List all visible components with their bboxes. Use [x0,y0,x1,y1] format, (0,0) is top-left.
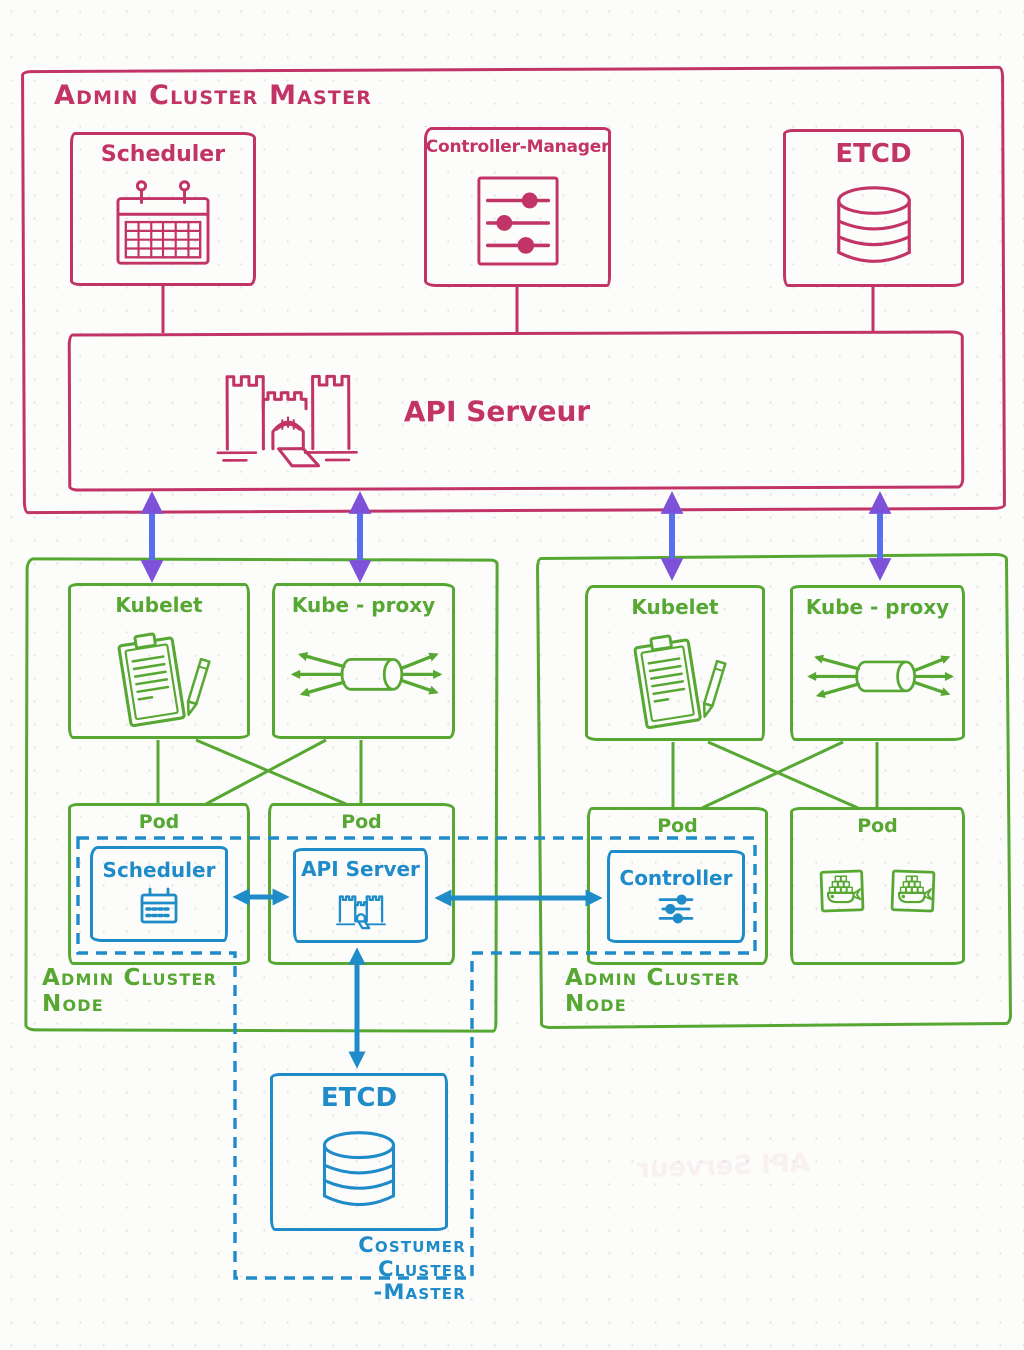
sliders-icon [653,893,699,928]
node-left-kube-proxy-box: Kube - proxy [272,583,455,739]
calendar-icon [112,167,214,283]
node-right-kube-proxy-label: Kube - proxy [805,595,950,619]
node-right-pod2-label: Pod [857,815,898,837]
pod-controller-box: Controller [607,850,745,943]
node-left-kubelet-box: Kubelet [68,583,250,739]
node-left-pod1-label: Pod [138,811,180,833]
proxy-fanout-icon [797,619,959,738]
node-right-kubelet-label: Kubelet [631,595,719,619]
customer-master-title-line1: Costumer Cluster [358,1233,466,1281]
node-right-kube-proxy-box: Kube - proxy [790,585,965,741]
clipboard-pencil-icon [616,619,734,738]
node-right-title-line1: Admin Cluster [565,965,741,991]
master-title: Admin Cluster Master [54,80,373,111]
master-scheduler-box: Scheduler [70,132,256,286]
clipboard-pencil-icon [100,617,218,736]
master-api-server-box: API Serveur [67,330,965,492]
customer-etcd-label: ETCD [320,1083,398,1113]
node-left-title: Admin Cluster Node [42,965,218,1018]
node-left-kube-proxy-label: Kube - proxy [291,593,436,617]
database-icon [826,169,922,284]
pod-controller-label: Controller [619,865,733,890]
pod-scheduler-label: Scheduler [102,858,216,882]
master-controller-manager-box: Controller-Manager [424,127,611,287]
node-right-kubelet-box: Kubelet [585,585,765,741]
castle-icon [212,351,364,474]
node-left-title-line2: Node [42,990,104,1017]
pod-api-server-box: API Server [293,848,428,943]
node-right-title: Admin Cluster Node [565,965,741,1018]
node-left-kubelet-label: Kubelet [115,593,203,617]
master-etcd-label: ETCD [835,139,912,169]
calendar-icon [138,886,180,930]
database-icon [313,1113,405,1228]
node-right-pod2-box: Pod [790,807,965,965]
node-right-pod1-label: Pod [657,815,698,837]
pod-scheduler-box: Scheduler [90,846,228,942]
proxy-fanout-icon [280,617,448,736]
customer-master-title-line2: -Master [373,1280,466,1305]
node-left-title-line1: Admin Cluster [42,965,218,991]
master-etcd-box: ETCD [783,129,964,287]
node-right-title-line2: Node [565,990,627,1017]
sliders-icon [475,157,561,284]
master-scheduler-label: Scheduler [100,142,226,167]
docker-whale-icon [818,866,866,920]
pod-api-server-label: API Server [301,856,420,881]
customer-etcd-box: ETCD [270,1073,448,1231]
docker-whale-icon [889,866,937,920]
master-api-server-label: API Serveur [403,394,591,428]
castle-icon [334,885,388,935]
master-controller-manager-label: Controller-Manager [425,137,610,157]
ink-bleedthrough-text: API Serveur [636,1148,811,1185]
customer-master-title: Costumer Cluster -Master [270,1233,466,1305]
node-left-pod2-label: Pod [341,811,382,833]
